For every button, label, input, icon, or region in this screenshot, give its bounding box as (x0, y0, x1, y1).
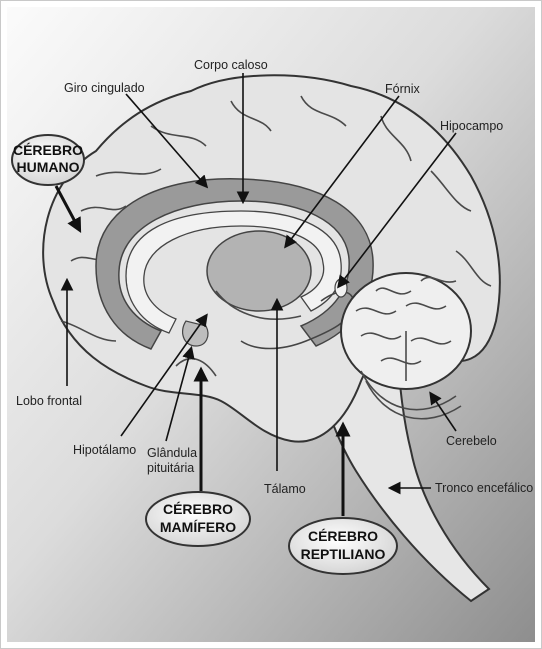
label-hipocampo: Hipocampo (440, 119, 503, 133)
label-glandula-1: Glândula (147, 446, 197, 460)
badge-cerebro-humano: CÉREBRO HUMANO (12, 135, 84, 185)
label-giro-cingulado: Giro cingulado (64, 81, 145, 95)
label-talamo: Tálamo (264, 482, 306, 496)
badge-reptiliano-line2: REPTILIANO (301, 546, 386, 562)
label-tronco: Tronco encefálico (435, 481, 533, 495)
badge-cerebro-mamifero: CÉREBRO MAMÍFERO (146, 492, 250, 546)
label-corpo-caloso: Corpo caloso (194, 58, 268, 72)
badge-reptiliano-line1: CÉREBRO (308, 528, 378, 544)
badge-humano-line2: HUMANO (17, 159, 80, 175)
label-glandula-2: pituitária (147, 461, 194, 475)
badge-humano-line1: CÉREBRO (13, 142, 83, 158)
badge-cerebro-reptiliano: CÉREBRO REPTILIANO (289, 518, 397, 574)
badge-mamifero-line2: MAMÍFERO (160, 519, 236, 535)
label-fornix: Fórnix (385, 82, 420, 96)
badge-mamifero-line1: CÉREBRO (163, 501, 233, 517)
label-hipotalamo: Hipotálamo (73, 443, 136, 457)
label-cerebelo: Cerebelo (446, 434, 497, 448)
label-lobo-frontal: Lobo frontal (16, 394, 82, 408)
